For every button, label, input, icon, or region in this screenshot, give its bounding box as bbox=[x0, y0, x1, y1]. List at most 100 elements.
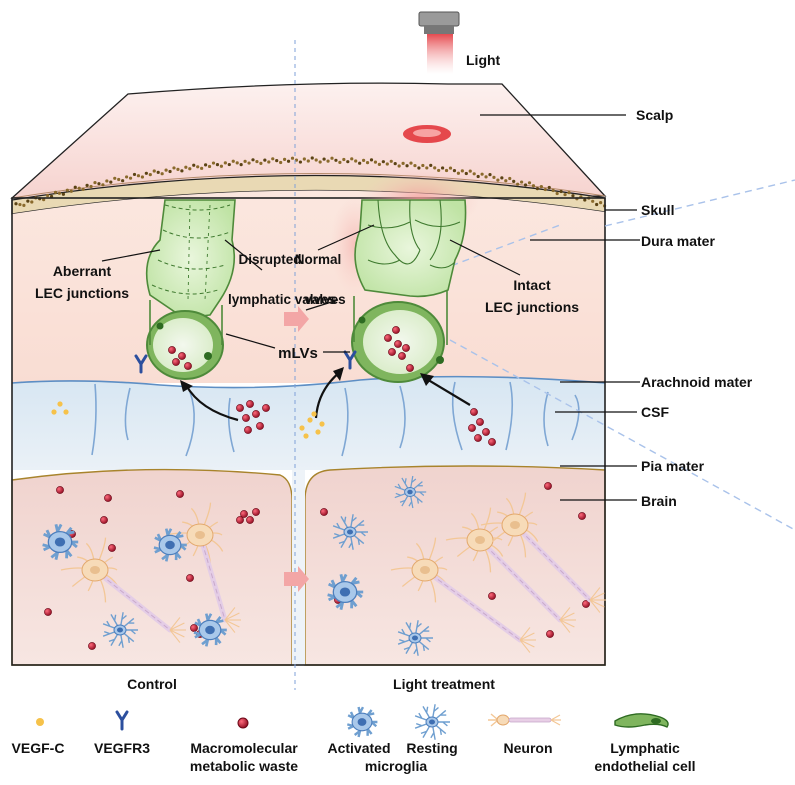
skull-dot bbox=[358, 161, 362, 165]
skull-dot bbox=[128, 176, 133, 180]
legend-neuron: Neuron bbox=[504, 740, 553, 756]
skull-dot bbox=[338, 160, 342, 165]
resting-microglia bbox=[102, 612, 138, 648]
disrupted-label-1: Disrupted bbox=[238, 252, 301, 267]
skull-dot bbox=[496, 178, 500, 182]
aberrant-label-2: LEC junctions bbox=[35, 285, 129, 301]
skull-dot bbox=[318, 160, 322, 164]
light-label: Light bbox=[466, 52, 501, 68]
waste-particle bbox=[474, 434, 482, 442]
skull-dot bbox=[85, 183, 89, 187]
skull-dot bbox=[591, 199, 595, 203]
light-treatment-panel-label: Light treatment bbox=[393, 676, 495, 692]
skull-dot bbox=[484, 175, 488, 179]
skull-dot bbox=[200, 166, 204, 170]
neuron-legend-icon bbox=[488, 713, 561, 727]
skull-dot bbox=[310, 156, 314, 160]
skull-dot bbox=[176, 167, 180, 171]
normal-label-1: Normal bbox=[295, 252, 342, 267]
skull-dot bbox=[464, 171, 468, 176]
skull-dot bbox=[247, 161, 251, 165]
vegf-c-dot bbox=[63, 409, 69, 415]
skull-dot bbox=[294, 158, 299, 162]
skull-dot bbox=[433, 166, 437, 170]
skull-dot bbox=[69, 189, 73, 193]
skull-dot bbox=[354, 159, 358, 163]
skull-dot bbox=[468, 169, 472, 173]
skull-dot bbox=[362, 158, 366, 163]
skull-dot bbox=[148, 173, 152, 177]
csf-trabeculae bbox=[91, 381, 580, 457]
skull-dot bbox=[405, 164, 409, 168]
skull-dot bbox=[326, 159, 330, 163]
waste-particle bbox=[388, 348, 396, 356]
control-mlv bbox=[145, 199, 236, 380]
skull-dot bbox=[286, 159, 291, 163]
skull-dot bbox=[595, 202, 599, 207]
skull-dot bbox=[227, 162, 231, 167]
skull-dot bbox=[539, 184, 543, 189]
skull-dot bbox=[476, 174, 480, 179]
legend-lec-2: endothelial cell bbox=[594, 758, 695, 774]
skull-dot bbox=[192, 163, 196, 167]
waste-particle bbox=[100, 516, 108, 524]
skull-dot bbox=[283, 157, 287, 161]
skull-dot bbox=[385, 162, 389, 166]
vegf-c-dot bbox=[307, 417, 313, 423]
vegf-c-dot bbox=[299, 425, 305, 431]
mlvs-label: mLVs bbox=[278, 345, 318, 362]
skull-dot bbox=[452, 169, 457, 173]
skull-dot bbox=[30, 200, 34, 204]
cross-section-frame bbox=[11, 197, 606, 666]
skull-dot bbox=[105, 179, 109, 183]
skull-dot bbox=[377, 162, 381, 166]
skull-dot bbox=[480, 172, 484, 176]
skull-dot bbox=[508, 176, 512, 181]
legend-waste-1: Macromolecular bbox=[190, 740, 298, 756]
waste-particle bbox=[262, 404, 270, 412]
waste-particle bbox=[246, 400, 254, 408]
waste-particle bbox=[256, 422, 264, 430]
skull-dot bbox=[350, 157, 354, 161]
skull-dot bbox=[409, 161, 413, 165]
skull-dot bbox=[180, 169, 184, 173]
skull-dot bbox=[125, 175, 129, 179]
lymphatic-endothelial-cell-legend-icon bbox=[614, 713, 669, 728]
skull-dot bbox=[444, 168, 449, 173]
skull-dot bbox=[93, 180, 97, 185]
normal-label-2: valves bbox=[304, 292, 345, 307]
skull-dot bbox=[393, 162, 397, 166]
waste-particle bbox=[44, 608, 52, 616]
skull-dot bbox=[389, 159, 393, 163]
neuron bbox=[60, 537, 186, 643]
skull-dot bbox=[152, 169, 156, 173]
legend-vegf-c: VEGF-C bbox=[12, 740, 65, 756]
skull-dot bbox=[259, 161, 263, 165]
activated-microglia bbox=[42, 523, 79, 561]
skull-dot bbox=[571, 194, 575, 198]
arachnoid-mater-label: Arachnoid mater bbox=[641, 374, 753, 390]
skull-dot bbox=[373, 160, 378, 164]
csf-label: CSF bbox=[641, 404, 669, 420]
waste-particle bbox=[578, 512, 586, 520]
pia-mater-label: Pia mater bbox=[641, 458, 705, 474]
resting-microglia bbox=[332, 514, 368, 550]
skull-dot bbox=[369, 158, 374, 162]
skull-dot bbox=[251, 158, 255, 162]
skull-dot bbox=[89, 184, 93, 189]
skull-dot bbox=[117, 177, 121, 182]
legend: VEGF-C VEGFR3 Macromolecular metabolic w… bbox=[12, 704, 696, 774]
scalp-label: Scalp bbox=[636, 107, 673, 123]
waste-particle bbox=[468, 424, 476, 432]
skull-dot bbox=[263, 158, 267, 162]
waste-particle bbox=[394, 340, 402, 348]
waste-particle bbox=[398, 352, 406, 360]
waste-particle bbox=[482, 428, 490, 436]
skull-dot bbox=[211, 161, 216, 165]
waste-particle bbox=[246, 516, 254, 524]
skull-dot bbox=[306, 159, 310, 163]
waste-particle bbox=[184, 362, 192, 370]
skull-dot bbox=[65, 188, 69, 192]
skull-dot bbox=[109, 180, 113, 184]
